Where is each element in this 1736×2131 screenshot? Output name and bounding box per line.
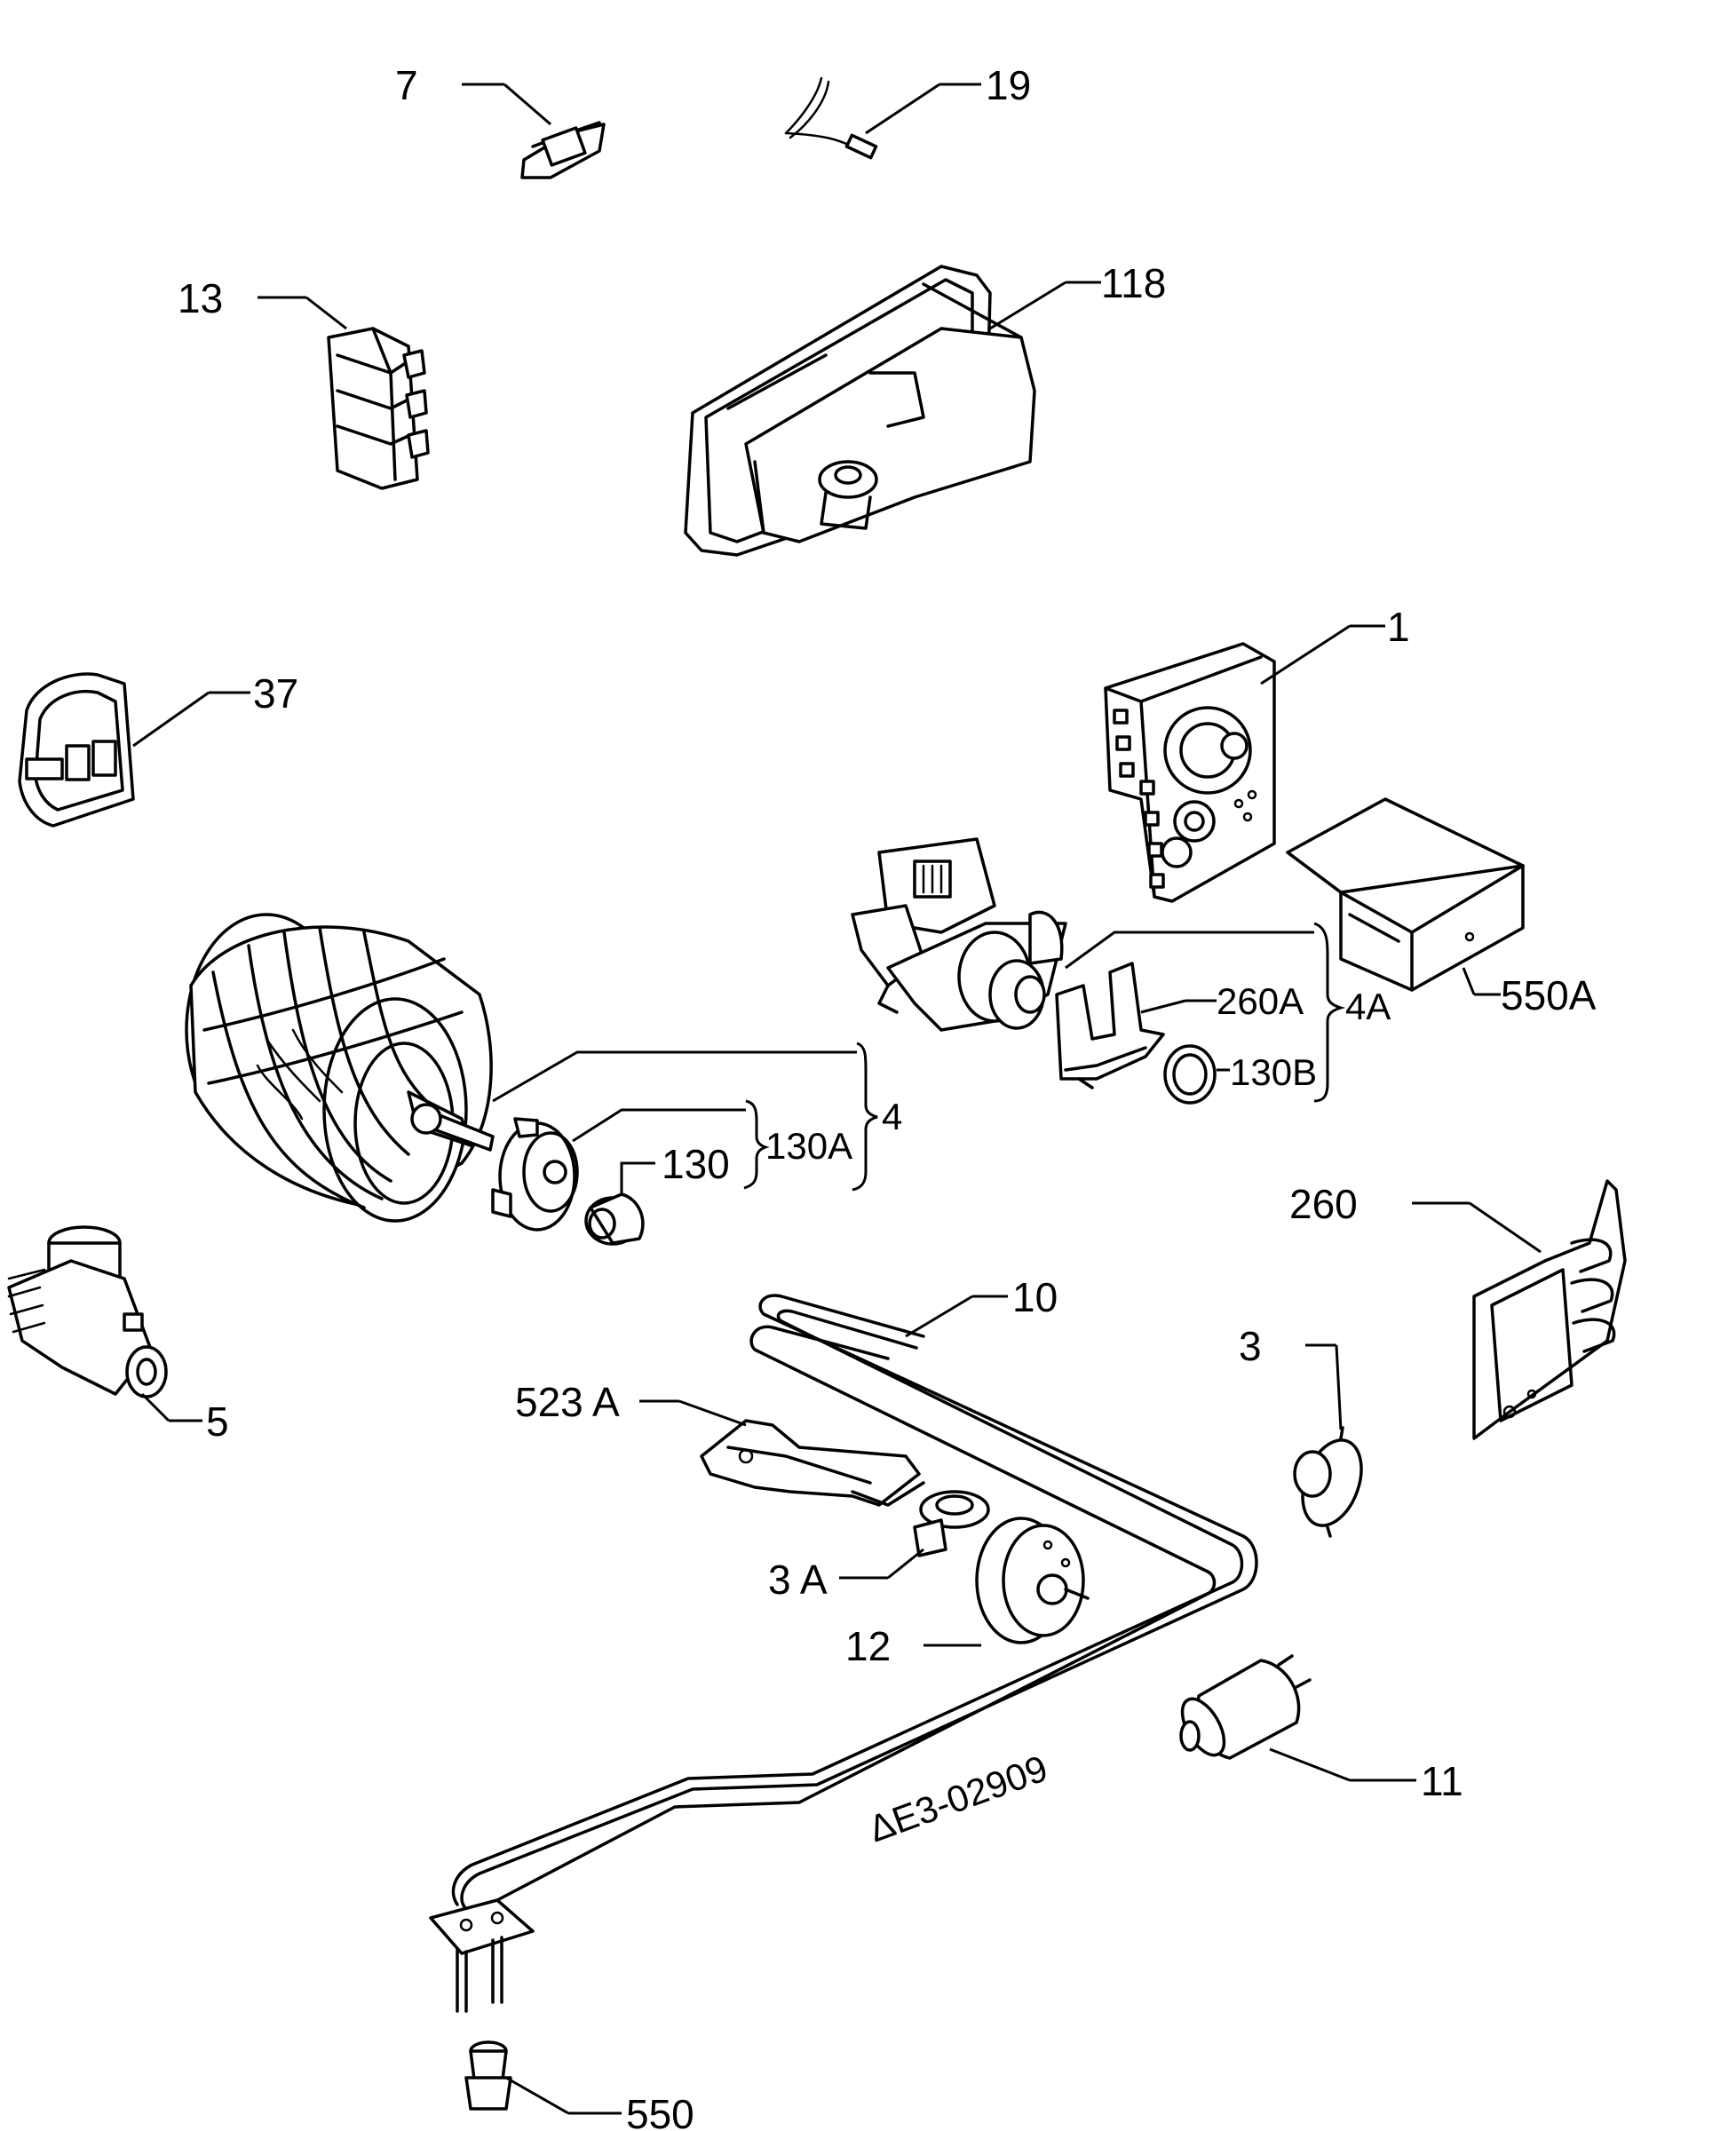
label-130: 130 bbox=[662, 1141, 730, 1187]
part-3A-thermostat bbox=[913, 1490, 990, 1557]
part-19-sensor bbox=[784, 76, 878, 160]
part-130B-o-ring-inner bbox=[1172, 1053, 1208, 1096]
part-4A-pump bbox=[851, 837, 1067, 1032]
part-13-terminal-block bbox=[327, 327, 430, 490]
label-3A: 3 A bbox=[768, 1557, 828, 1603]
part-7-switch bbox=[520, 121, 606, 179]
leader-3b bbox=[1335, 1344, 1343, 1430]
leader-523Ab bbox=[678, 1399, 747, 1427]
leader-11 bbox=[1269, 1747, 1351, 1782]
part-4-motor bbox=[185, 913, 495, 1223]
leader-19 bbox=[865, 83, 940, 135]
leader-13b bbox=[305, 296, 347, 330]
leader-1 bbox=[1260, 624, 1351, 685]
leader-7b bbox=[503, 83, 551, 126]
leader-5 bbox=[140, 1392, 170, 1422]
label-4: 4 bbox=[882, 1096, 902, 1137]
label-3: 3 bbox=[1239, 1323, 1262, 1369]
part-130-seal bbox=[584, 1192, 645, 1246]
label-130A: 130A bbox=[765, 1125, 852, 1167]
part-11-capacitor bbox=[1179, 1654, 1312, 1760]
label-5: 5 bbox=[206, 1398, 229, 1445]
part-1-timer bbox=[1104, 642, 1276, 903]
label-4A: 4A bbox=[1345, 986, 1391, 1027]
brace-4A bbox=[1313, 922, 1346, 1103]
brace-130A bbox=[743, 1099, 770, 1190]
part-260-bracket bbox=[1472, 1179, 1627, 1440]
leader-260b bbox=[1469, 1201, 1542, 1254]
part-550A-box bbox=[1286, 797, 1525, 992]
part-550-plug bbox=[464, 2040, 512, 2111]
part-12-pressure-switch bbox=[975, 1517, 1090, 1644]
leader-37 bbox=[132, 691, 210, 748]
leader-130A bbox=[572, 1108, 746, 1143]
label-37: 37 bbox=[253, 670, 298, 717]
label-13: 13 bbox=[178, 275, 223, 321]
part-3-thermostat bbox=[1293, 1426, 1363, 1538]
label-19: 19 bbox=[986, 62, 1031, 108]
leader-550 bbox=[505, 2076, 569, 2115]
leader-10 bbox=[905, 1295, 973, 1338]
label-1: 1 bbox=[1387, 604, 1410, 650]
brace-4 bbox=[852, 1042, 878, 1192]
label-523A: 523 A bbox=[515, 1379, 620, 1425]
leader-550A bbox=[1462, 967, 1476, 995]
part-523A-clip bbox=[700, 1419, 925, 1507]
leader-130 bbox=[620, 1161, 655, 1194]
part-5-inlet-valve bbox=[7, 1225, 168, 1398]
part-118-dispenser bbox=[684, 265, 1036, 557]
label-11: 11 bbox=[1421, 1758, 1463, 1804]
label-260: 260 bbox=[1289, 1181, 1358, 1227]
leader-260A bbox=[1140, 999, 1186, 1014]
label-10: 10 bbox=[1012, 1274, 1058, 1320]
part-260A-bracket bbox=[1055, 962, 1165, 1089]
leader-118 bbox=[989, 281, 1066, 330]
label-12: 12 bbox=[845, 1623, 891, 1669]
leader-4-top bbox=[492, 1050, 857, 1103]
label-7: 7 bbox=[395, 62, 418, 108]
leader-4A-top bbox=[1065, 931, 1314, 970]
label-130B: 130B bbox=[1230, 1051, 1317, 1093]
label-118: 118 bbox=[1101, 260, 1166, 306]
label-260A: 260A bbox=[1217, 980, 1304, 1022]
label-550: 550 bbox=[626, 2091, 694, 2131]
part-130A-impeller bbox=[491, 1117, 579, 1232]
label-550A: 550A bbox=[1501, 972, 1597, 1018]
leader-3Ab bbox=[887, 1548, 924, 1580]
part-10-heating-element bbox=[429, 1294, 1258, 2013]
drawing-code: ΔE3-02909 bbox=[863, 1747, 1053, 1850]
part-37-cover bbox=[18, 672, 135, 828]
